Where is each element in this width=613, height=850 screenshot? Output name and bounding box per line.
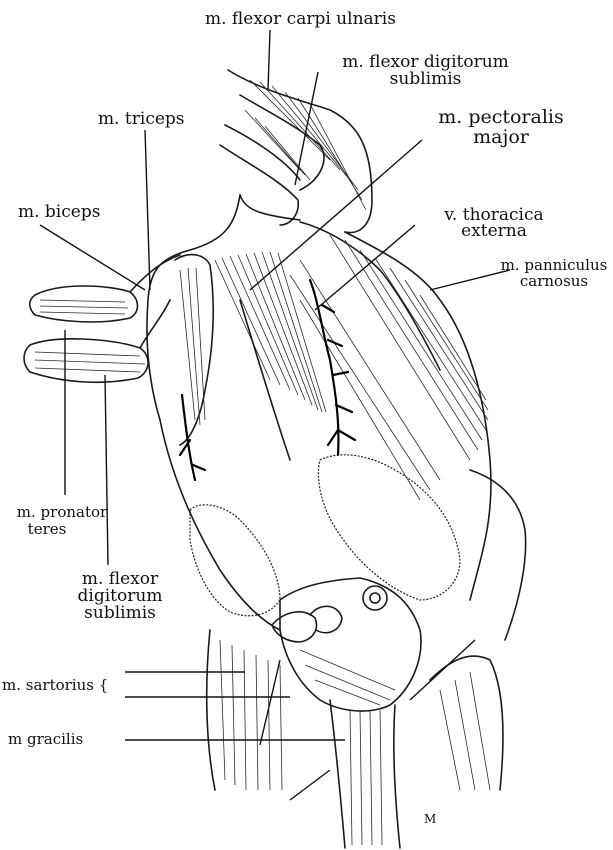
label-panniculus-line1: m. panniculus xyxy=(498,258,610,273)
label-flexor-digitorum-top-line2: sublimis xyxy=(318,72,533,87)
label-flexor-carpi-ulnaris: m. flexor carpi ulnaris xyxy=(205,12,396,27)
hindlimb-muscles xyxy=(207,470,526,848)
label-flexor-digitorum-bottom-line2: digitorum xyxy=(70,589,170,604)
label-panniculus-line2: carnosus xyxy=(498,274,610,289)
label-thoracica-line2: externa xyxy=(414,224,574,239)
artist-signature: M xyxy=(424,812,436,827)
torso-outline xyxy=(147,195,491,630)
forearm-muscles xyxy=(220,70,372,233)
fat-pads xyxy=(190,455,460,616)
label-pronator-line2: teres xyxy=(2,522,92,537)
label-flexor-digitorum-top-line1: m. flexor digitorum xyxy=(318,55,533,70)
left-muscle-bundles xyxy=(24,255,180,382)
pelvic-region xyxy=(272,578,421,711)
label-sartorius: m. sartorius { xyxy=(2,678,108,693)
label-gracilis: m gracilis xyxy=(8,732,83,747)
label-pronator-line1: m. pronator xyxy=(2,505,122,520)
pectoralis-fibres xyxy=(175,252,326,460)
label-triceps: m. triceps xyxy=(98,112,185,127)
label-flexor-digitorum-bottom-line3: sublimis xyxy=(70,606,170,621)
label-biceps: m. biceps xyxy=(18,205,100,220)
label-flexor-digitorum-bottom-line1: m. flexor xyxy=(70,572,170,587)
label-pectoralis-line1: m. pectoralis xyxy=(416,110,586,125)
label-pectoralis-line2: major xyxy=(416,130,586,145)
